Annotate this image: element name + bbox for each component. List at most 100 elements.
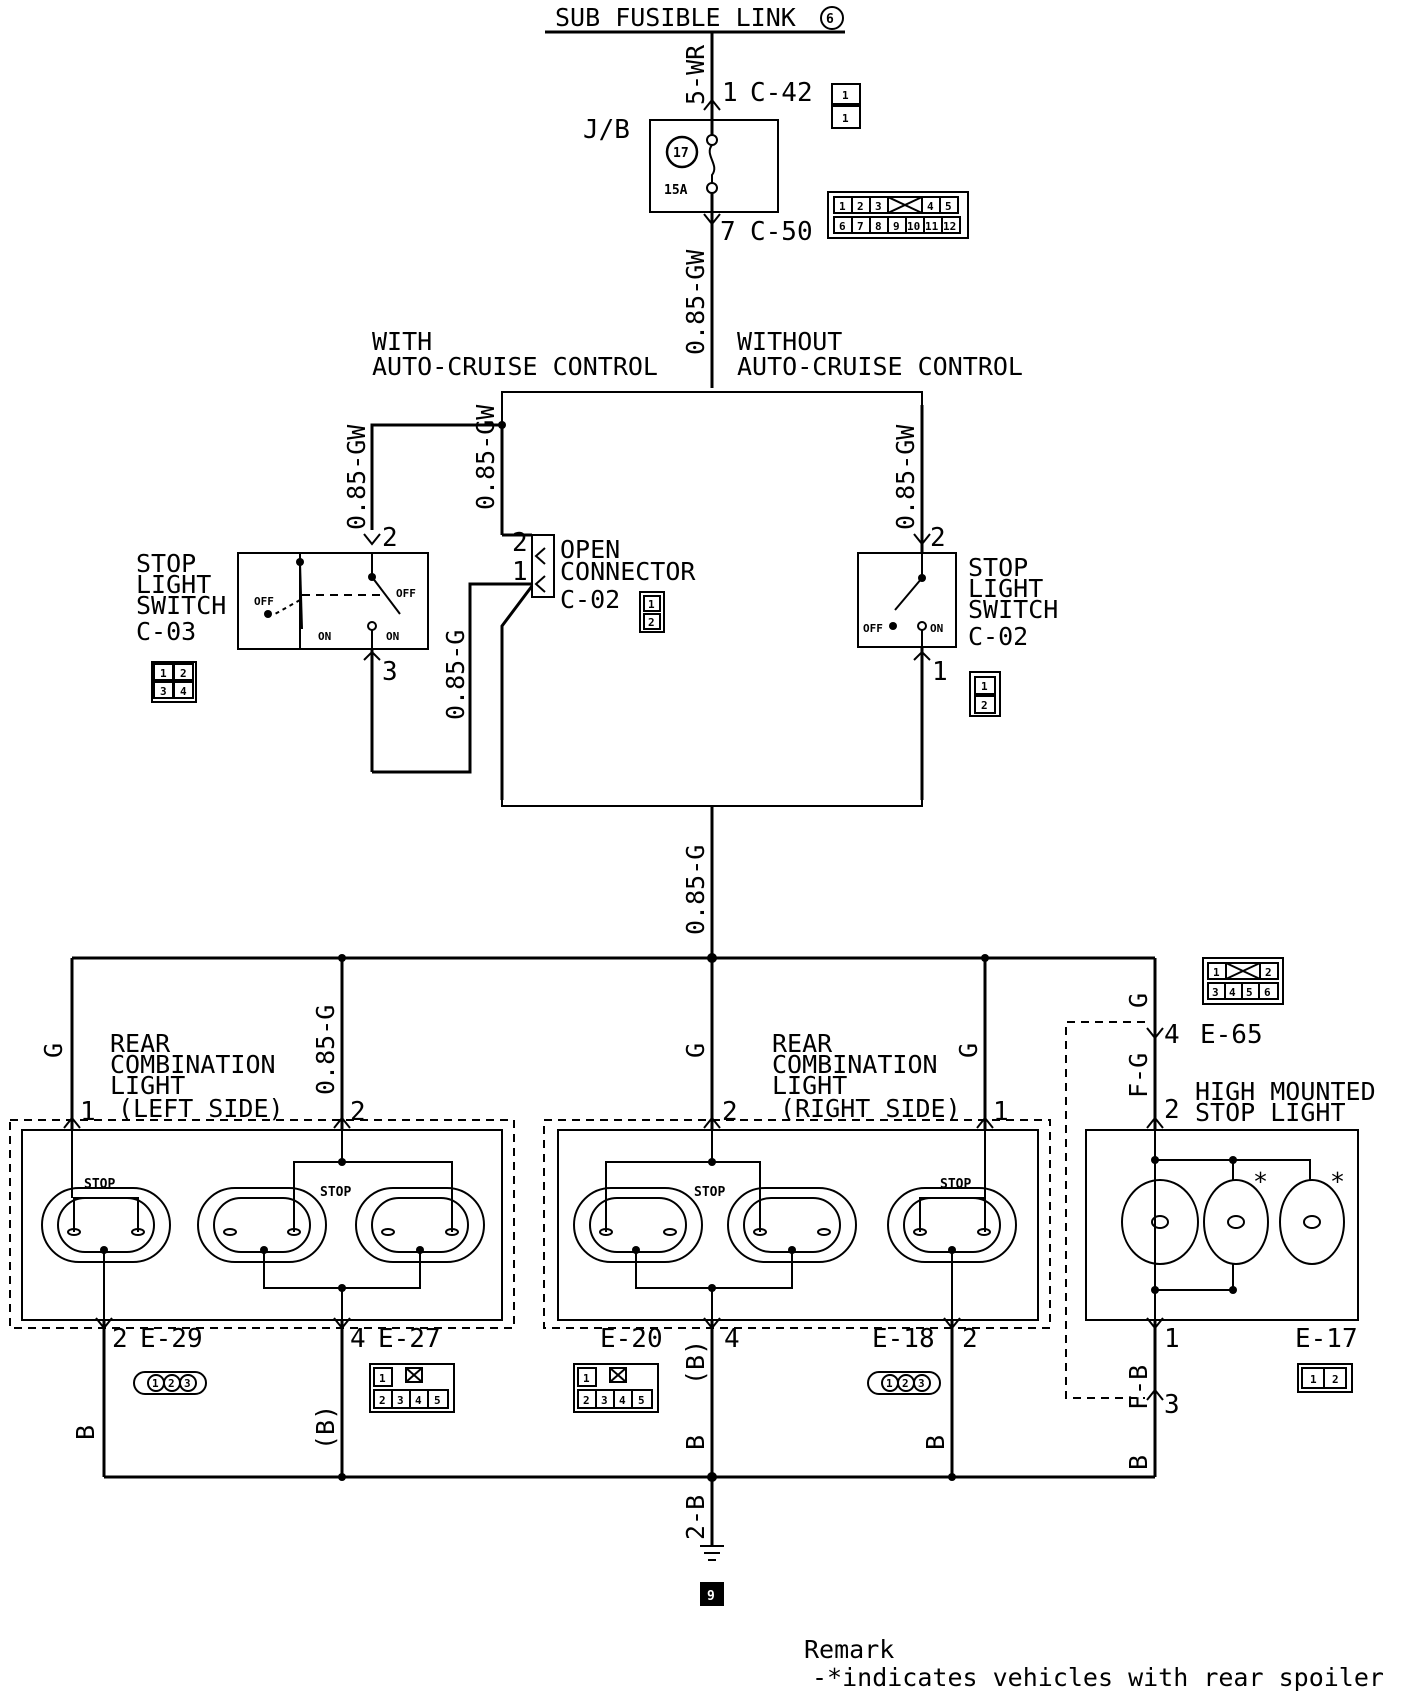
rear-right-pin-2: 2 [722, 1097, 738, 1127]
svg-text:LIGHT: LIGHT [968, 574, 1043, 603]
branch-split-top [501, 391, 923, 425]
svg-text:LIGHT: LIGHT [772, 1071, 847, 1100]
svg-text:5: 5 [1246, 986, 1253, 999]
svg-text:2: 2 [583, 1394, 590, 1407]
c03-connector-icon: 1 2 3 4 [151, 661, 197, 703]
svg-text:4: 4 [927, 200, 934, 213]
c42-connector-icon: 1 1 [831, 83, 861, 129]
c50-connector-icon: 1 2 3 4 5 6 7 8 9 10 11 12 [827, 191, 969, 239]
fuse-element [708, 144, 716, 183]
open-connector-c02-label: C-02 [560, 585, 620, 614]
svg-text:3: 3 [397, 1394, 404, 1407]
e27-pin: 4 [350, 1324, 366, 1354]
svg-text:1: 1 [1310, 1373, 1317, 1386]
svg-text:1: 1 [583, 1372, 590, 1385]
branch-without-auto-cruise: WITHOUT AUTO-CRUISE CONTROL [737, 327, 1023, 381]
spoiler-mark-1: * [1253, 1167, 1268, 1196]
svg-text:2: 2 [648, 616, 655, 629]
e27-connector-icon: 1 2 3 4 5 [369, 1363, 455, 1413]
connector-arrow [363, 650, 381, 661]
rear-combination-light-left-label: REAR COMBINATION LIGHT (LEFT SIDE) [110, 1029, 284, 1123]
svg-text:3: 3 [918, 1377, 925, 1390]
b-wire-label-1: B [71, 1425, 100, 1440]
svg-text:STOP: STOP [136, 549, 196, 578]
rear-combination-light-right-label: REAR COMBINATION LIGHT (RIGHT SIDE) [772, 1029, 961, 1123]
svg-text:(RIGHT SIDE): (RIGHT SIDE) [780, 1094, 961, 1123]
connector-arrow [913, 533, 931, 546]
svg-text:6: 6 [1264, 986, 1271, 999]
e18-pin: 2 [962, 1324, 978, 1354]
with-cruise-feed-wire [370, 423, 502, 530]
e17-pin: 1 [1164, 1324, 1180, 1354]
svg-text:2: 2 [180, 667, 187, 680]
svg-text:LIGHT: LIGHT [136, 570, 211, 599]
svg-text:STOP: STOP [694, 1185, 725, 1200]
c42-label: C-42 [750, 78, 813, 108]
connector-arrow [913, 650, 931, 661]
c02-switch-connector-icon: 1 2 [969, 671, 1001, 717]
gw-wire-label-right: 0.85-GW [891, 424, 920, 530]
e29-pin: 2 [112, 1324, 128, 1354]
open-connector-output-wire [500, 585, 534, 800]
svg-text:7: 7 [857, 220, 864, 233]
e17-label: E-17 [1295, 1324, 1358, 1354]
fusible-link-number: 6 [826, 12, 834, 27]
g-wire-label-c03: 0.85-G [441, 630, 470, 720]
c50-pin: 7 [720, 217, 736, 247]
gw-wire-label-open: 0.85-GW [471, 404, 500, 510]
svg-text:(LEFT SIDE): (LEFT SIDE) [118, 1094, 284, 1123]
svg-text:4: 4 [1229, 986, 1236, 999]
g-wire-label-rr2: G [681, 1043, 710, 1058]
svg-text:5: 5 [638, 1394, 645, 1407]
remark: Remark -*indicates vehicles with rear sp… [804, 1635, 1384, 1692]
b-wire-label-6: B [1124, 1455, 1153, 1470]
connector-arrow [1146, 1388, 1164, 1401]
b-wire-label-4: B [681, 1435, 710, 1450]
gw-wire-label-left: 0.85-GW [342, 424, 371, 530]
g-wire-label-rl1: G [39, 1043, 68, 1058]
svg-text:1: 1 [981, 680, 988, 693]
svg-text:OFF: OFF [863, 622, 883, 635]
sub-fusible-link-label: SUB FUSIBLE LINK [555, 3, 796, 32]
svg-text:6: 6 [839, 220, 846, 233]
connector-arrow [943, 1317, 961, 1330]
svg-text:STOP LIGHT: STOP LIGHT [1195, 1098, 1346, 1127]
svg-text:3: 3 [601, 1394, 608, 1407]
svg-text:AUTO-CRUISE CONTROL: AUTO-CRUISE CONTROL [737, 352, 1023, 381]
connector-arrow [703, 1116, 721, 1129]
svg-text:REAR: REAR [110, 1029, 171, 1058]
svg-text:HIGH MOUNTED: HIGH MOUNTED [1195, 1077, 1376, 1106]
open-connector-c02: 2 1 OPEN CONNECTOR C-02 1 2 [502, 528, 696, 633]
svg-text:4: 4 [180, 685, 187, 698]
fg-wire-label: F-G [1124, 1053, 1153, 1098]
e65-label: E-65 [1200, 1020, 1263, 1050]
ground-point-number: 9 [707, 1589, 715, 1604]
svg-text:4: 4 [415, 1394, 422, 1407]
e20-label: E-20 [600, 1324, 663, 1354]
svg-text:1: 1 [839, 200, 846, 213]
svg-text:2: 2 [1332, 1373, 1339, 1386]
g-wire-label-hm: G [1124, 993, 1153, 1008]
svg-text:3: 3 [1212, 986, 1219, 999]
high-mount-pin-2: 2 [1164, 1095, 1180, 1125]
b-wire-label-3: (B) [681, 1340, 710, 1385]
svg-text:1: 1 [1213, 966, 1220, 979]
connector-arrow [63, 1116, 81, 1129]
e65-connector-icon: 1 2 3 4 5 6 [1202, 957, 1284, 1005]
ground-wire-label: 2-B [681, 1495, 710, 1540]
svg-text:2: 2 [168, 1377, 175, 1390]
connector-arrow [95, 1317, 113, 1330]
svg-text:3: 3 [160, 685, 167, 698]
svg-text:5: 5 [434, 1394, 441, 1407]
e27-label: E-27 [378, 1324, 441, 1354]
c02-pin-1: 1 [932, 657, 948, 687]
svg-text:COMBINATION: COMBINATION [110, 1050, 276, 1079]
ground-symbol-icon: 9 [700, 1545, 724, 1606]
connector-arrow [976, 1116, 994, 1129]
connector-arrow [363, 533, 381, 546]
c03-pin-3: 3 [382, 657, 398, 687]
svg-text:STOP: STOP [940, 1177, 971, 1192]
rear-left-pin-1: 1 [80, 1097, 96, 1127]
c50-label: C-50 [750, 217, 813, 247]
